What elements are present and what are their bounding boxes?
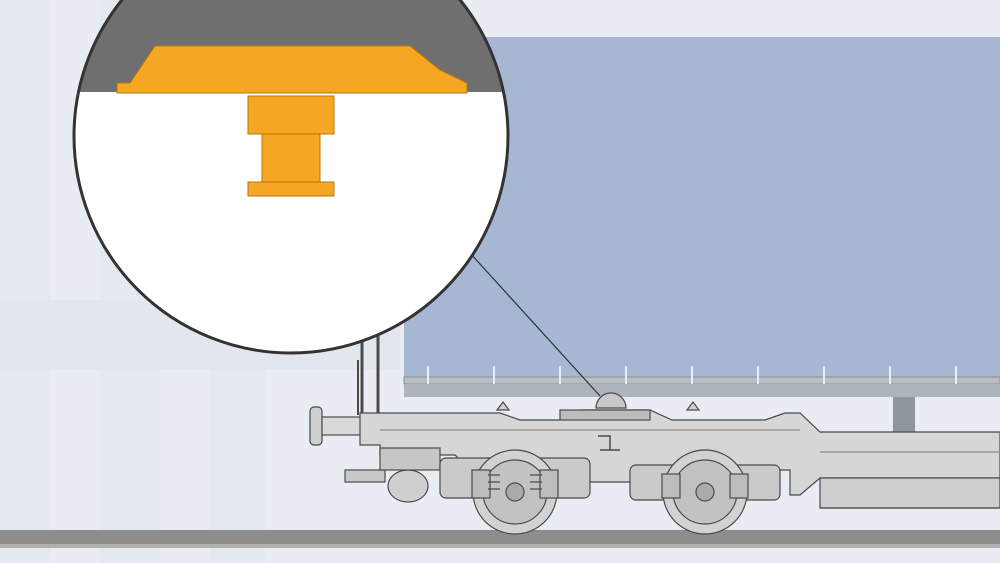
kingpin [247,95,335,197]
trailer-rail-ticks [427,366,957,384]
fifth-wheel-plate [559,409,651,421]
bogie-left [439,449,591,535]
track [0,530,1000,548]
kingpin-location [595,392,627,409]
trailer-support-leg [893,397,915,435]
brake-cylinder [387,469,429,503]
pocket-wagon [309,296,1000,509]
support-plate-detail [116,45,468,94]
wagon-pocket [819,477,1000,509]
semi-trailer-body [403,37,1000,435]
bogie-right [629,449,781,535]
buffer [309,406,323,446]
